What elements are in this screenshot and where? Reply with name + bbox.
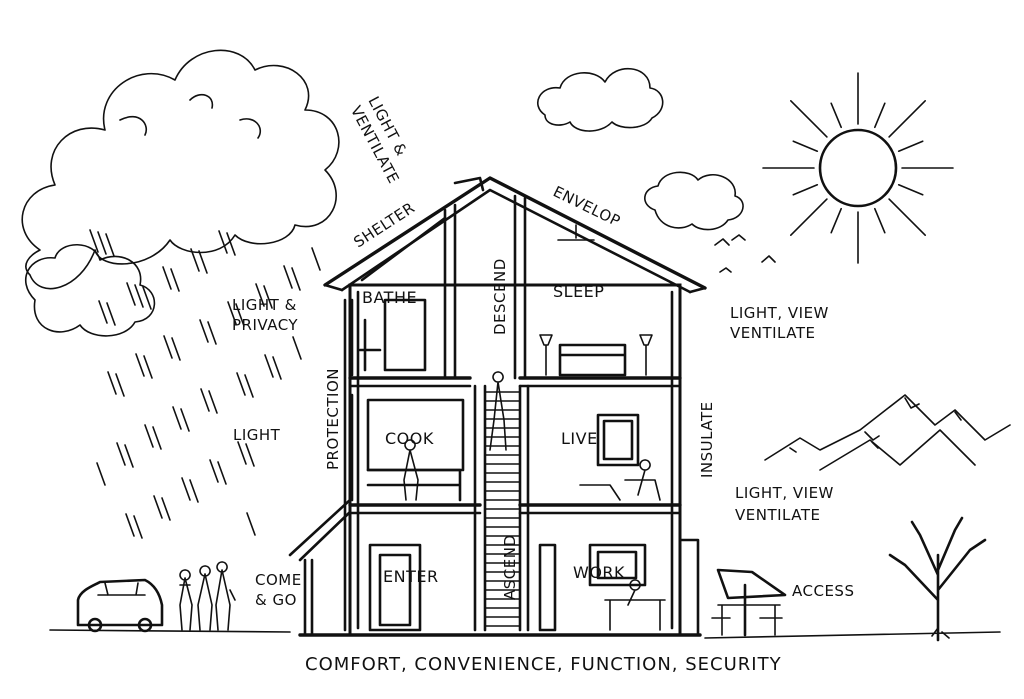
- sun-rays: [762, 72, 954, 264]
- rain-icon: [89, 229, 321, 539]
- label-access: ACCESS: [792, 582, 854, 600]
- label-ascend: ASCEND: [501, 534, 519, 600]
- tree-cloud-icon: [21, 49, 340, 337]
- mountains-icon: [764, 394, 1011, 471]
- caption: COMFORT, CONVENIENCE, FUNCTION, SECURITY: [305, 654, 782, 675]
- label-insulate: INSULATE: [698, 401, 716, 478]
- label-light-privacy: LIGHT & PRIVACY: [232, 296, 302, 334]
- label-live: LIVE: [561, 429, 598, 448]
- label-sleep: SLEEP: [553, 282, 604, 301]
- label-cook: COOK: [385, 429, 434, 448]
- cloud-icon: [537, 67, 664, 132]
- rain-strokes: [89, 229, 321, 539]
- patio-umbrella-icon: [711, 568, 787, 637]
- label-work: WORK: [573, 563, 625, 582]
- label-shelter: SHELTER: [350, 199, 418, 252]
- label-light-view-top: LIGHT, VIEW VENTILATE: [730, 304, 834, 342]
- label-descend: DESCEND: [491, 258, 509, 335]
- label-light-ventilate: LIGHT & VENTILATE: [347, 93, 421, 186]
- birds-icon: [714, 234, 776, 273]
- label-come-go: COME & GO: [255, 571, 307, 609]
- label-bathe: BATHE: [362, 288, 417, 307]
- house-section: [288, 176, 707, 637]
- ceiling-fan-icon: [557, 224, 595, 241]
- stair-treads: [485, 391, 520, 627]
- cloud-icon: [644, 171, 744, 231]
- label-light: LIGHT: [233, 426, 281, 444]
- bare-tree-icon: [888, 516, 987, 642]
- label-enter: ENTER: [383, 567, 439, 586]
- label-protection: PROTECTION: [324, 368, 342, 470]
- label-light-view-bottom: LIGHT, VIEW VENTILATE: [735, 484, 839, 524]
- car-icon: [76, 578, 164, 633]
- label-envelop: ENVELOP: [550, 182, 623, 230]
- people-icon: [179, 561, 236, 631]
- sun-icon: [762, 72, 954, 264]
